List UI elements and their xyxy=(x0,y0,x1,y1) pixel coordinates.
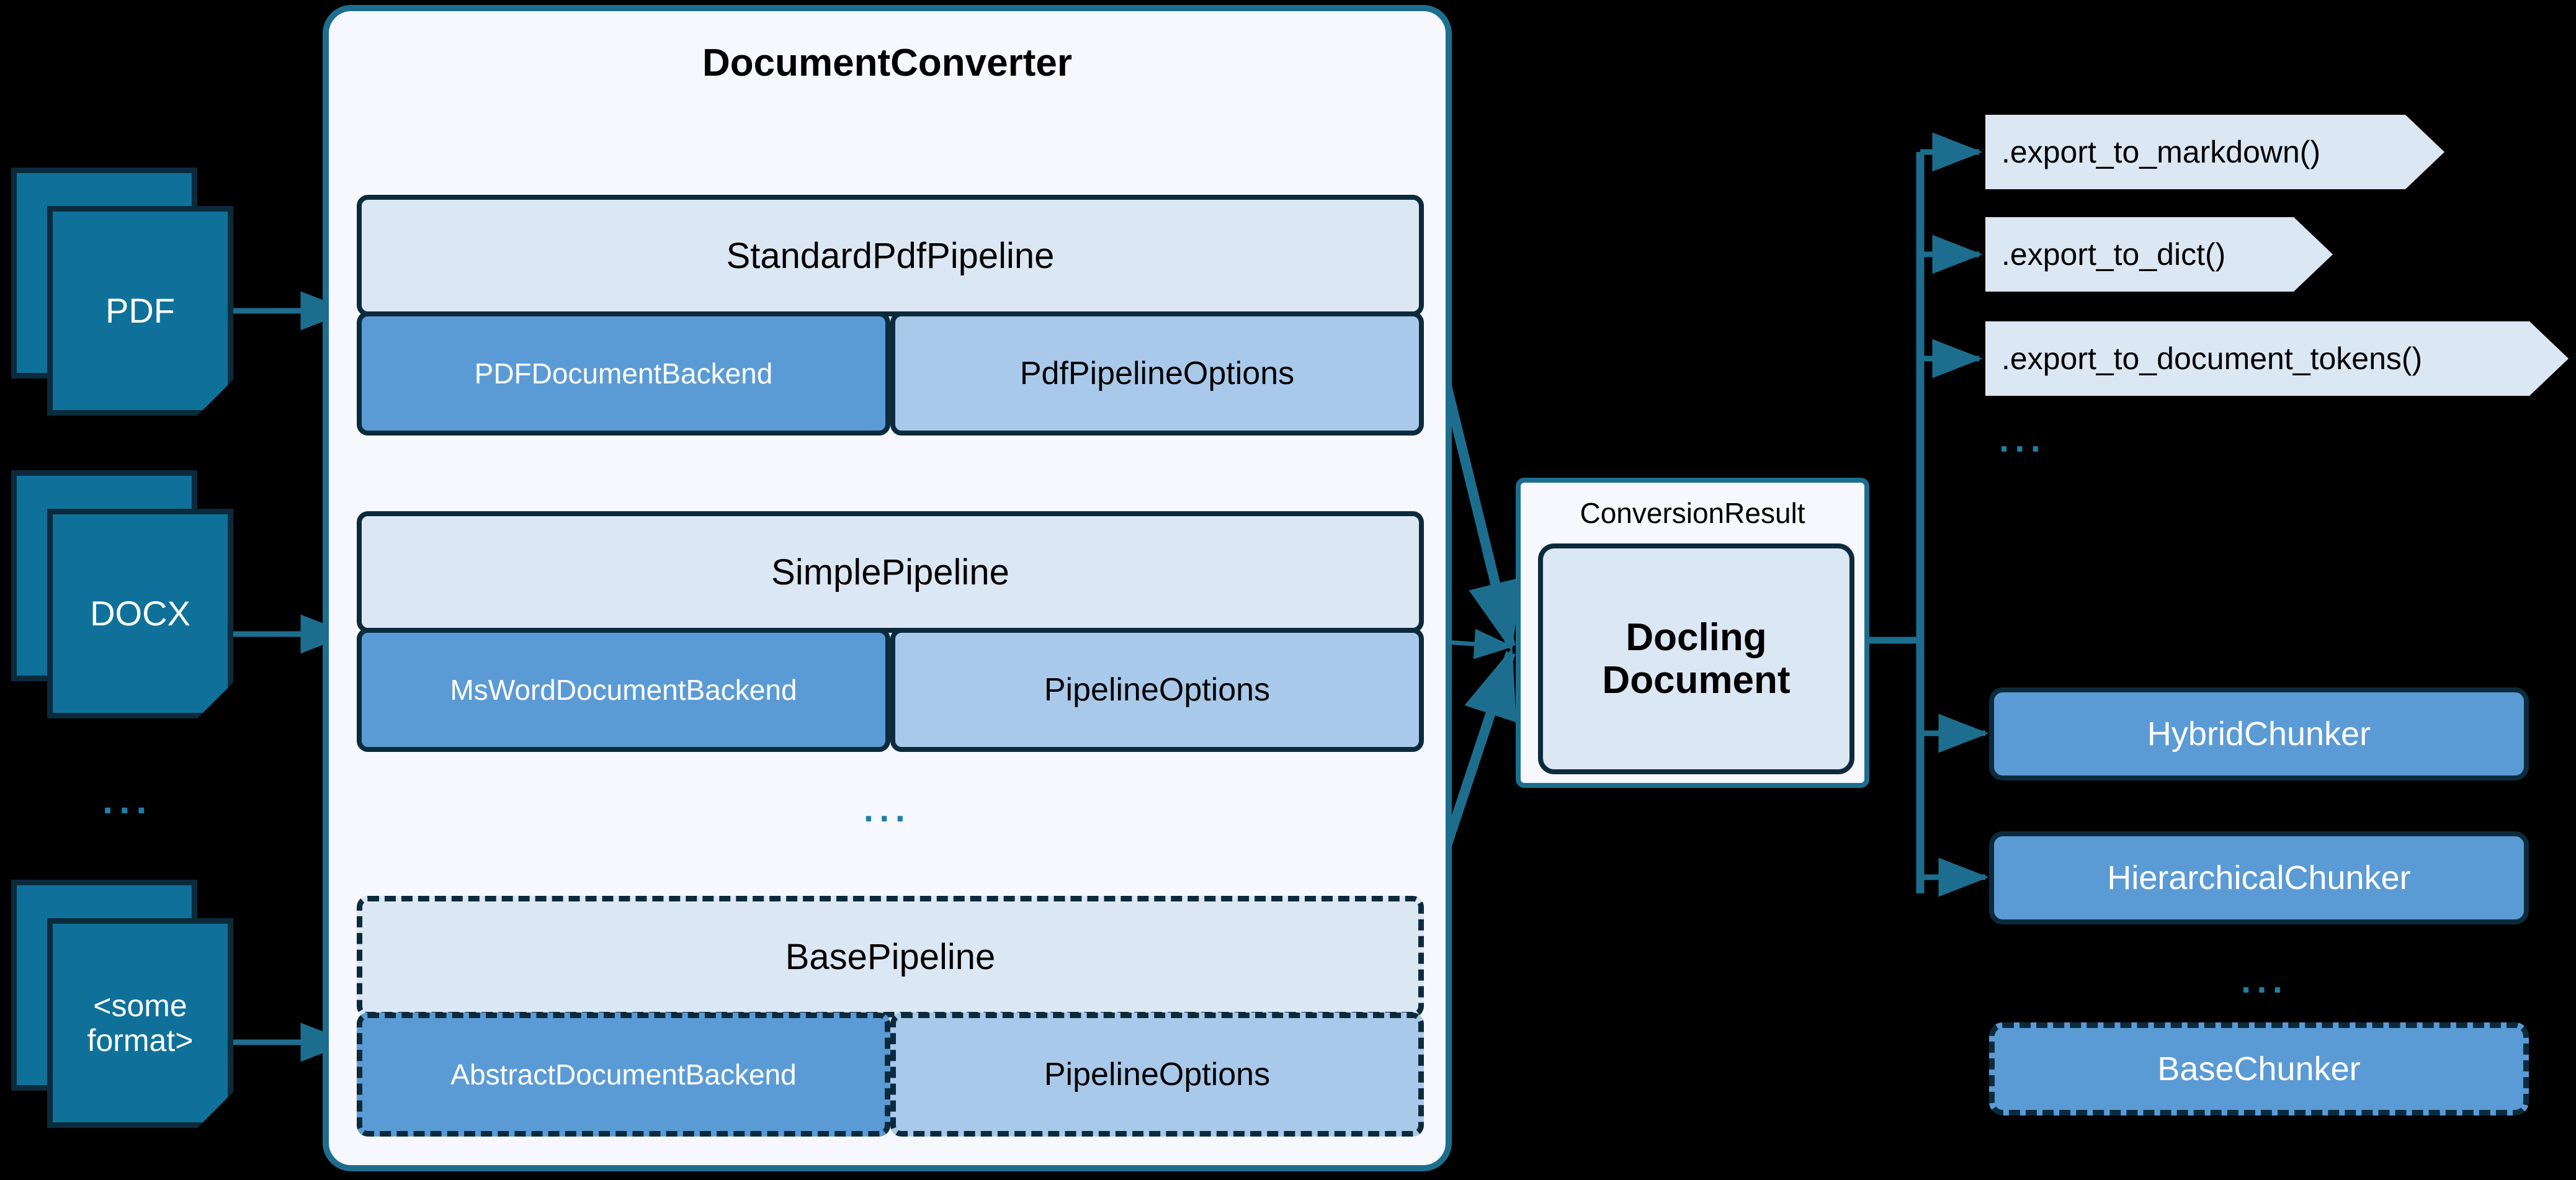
pipeline-options-label: PdfPipelineOptions xyxy=(1019,355,1295,391)
base-chunker-box[interactable]: BaseChunker xyxy=(1989,1022,2529,1115)
input-label-pdf: PDF xyxy=(105,290,175,330)
chunker-label: BaseChunker xyxy=(2157,1050,2361,1088)
hierarchical-chunker-box[interactable]: HierarchicalChunker xyxy=(1989,831,2529,924)
exports-ellipsis: ... xyxy=(1999,419,2047,460)
input-label-some-format-line1: <some xyxy=(93,988,187,1023)
pipeline-backend-label: MsWordDocumentBackend xyxy=(450,674,797,706)
pipeline-options-label: PipelineOptions xyxy=(1044,672,1271,708)
pipeline-options-label: PipelineOptions xyxy=(1044,1057,1271,1093)
conversion-result-label: ConversionResult xyxy=(1580,497,1805,529)
export-to-document-tokens-arrow[interactable]: .export_to_document_tokens() xyxy=(1985,321,2569,396)
input-label-some-format-line2: format> xyxy=(87,1023,194,1058)
pipeline-backend-abstract-document-backend[interactable]: AbstractDocumentBackend xyxy=(357,1012,890,1137)
pipelines-ellipsis: ... xyxy=(863,789,911,829)
export-to-markdown-arrow[interactable]: .export_to_markdown() xyxy=(1985,115,2444,189)
pipeline-header-simple[interactable]: SimplePipeline xyxy=(357,511,1424,633)
pipeline-backend-label: AbstractDocumentBackend xyxy=(450,1058,797,1091)
export-label: .export_to_markdown() xyxy=(2001,135,2321,169)
document-converter-container: DocumentConverter StandardPdfPipeline PD… xyxy=(323,5,1452,1171)
docling-document-box[interactable]: Docling Document xyxy=(1538,543,1854,774)
conversion-result-container: ConversionResult Docling Document xyxy=(1516,478,1869,788)
export-to-dict-arrow[interactable]: .export_to_dict() xyxy=(1985,217,2333,292)
pipeline-options-pdf-pipeline-options[interactable]: PdfPipelineOptions xyxy=(890,311,1424,436)
pipeline-options-pipeline-options[interactable]: PipelineOptions xyxy=(890,1012,1424,1137)
pipeline-options-pipeline-options[interactable]: PipelineOptions xyxy=(890,628,1424,752)
document-icon-front-sheet: DOCX xyxy=(47,509,233,718)
pipeline-backend-msword-document-backend[interactable]: MsWordDocumentBackend xyxy=(357,628,890,752)
pipeline-backend-label: PDFDocumentBackend xyxy=(474,357,773,390)
pipeline-header-label: StandardPdfPipeline xyxy=(726,235,1055,276)
export-label: .export_to_dict() xyxy=(2001,237,2226,272)
pipeline-group-simple[interactable]: SimplePipeline MsWordDocumentBackend Pip… xyxy=(357,511,1424,759)
chunkers-ellipsis: ... xyxy=(2241,960,2289,1001)
pipeline-header-label: BasePipeline xyxy=(785,936,996,977)
document-fold-icon xyxy=(197,380,233,416)
document-fold-icon xyxy=(197,1092,233,1128)
export-label: .export_to_document_tokens() xyxy=(2001,341,2423,376)
pipeline-backend-pdf-document-backend[interactable]: PDFDocumentBackend xyxy=(357,311,890,436)
docling-document-label-line1: Docling xyxy=(1626,615,1767,659)
chunker-label: HybridChunker xyxy=(2147,715,2371,753)
pipeline-header-label: SimplePipeline xyxy=(771,552,1009,592)
inputs-ellipsis: ... xyxy=(102,779,153,822)
input-document-some-format[interactable]: <some format> xyxy=(11,880,235,1128)
document-fold-icon xyxy=(197,682,233,718)
pipeline-group-base[interactable]: BasePipeline AbstractDocumentBackend Pip… xyxy=(357,896,1424,1144)
input-document-pdf[interactable]: PDF xyxy=(11,168,235,416)
chunker-label: HierarchicalChunker xyxy=(2107,859,2411,896)
pipeline-group-standard-pdf[interactable]: StandardPdfPipeline PDFDocumentBackend P… xyxy=(357,195,1424,443)
docling-document-label-line2: Document xyxy=(1602,659,1791,702)
pipeline-header-standard-pdf[interactable]: StandardPdfPipeline xyxy=(357,195,1424,316)
input-document-docx[interactable]: DOCX xyxy=(11,470,235,718)
hybrid-chunker-box[interactable]: HybridChunker xyxy=(1989,687,2529,780)
pipeline-header-base[interactable]: BasePipeline xyxy=(357,896,1424,1017)
input-label-docx: DOCX xyxy=(90,593,190,633)
page-title: DocumentConverter xyxy=(702,42,1072,84)
